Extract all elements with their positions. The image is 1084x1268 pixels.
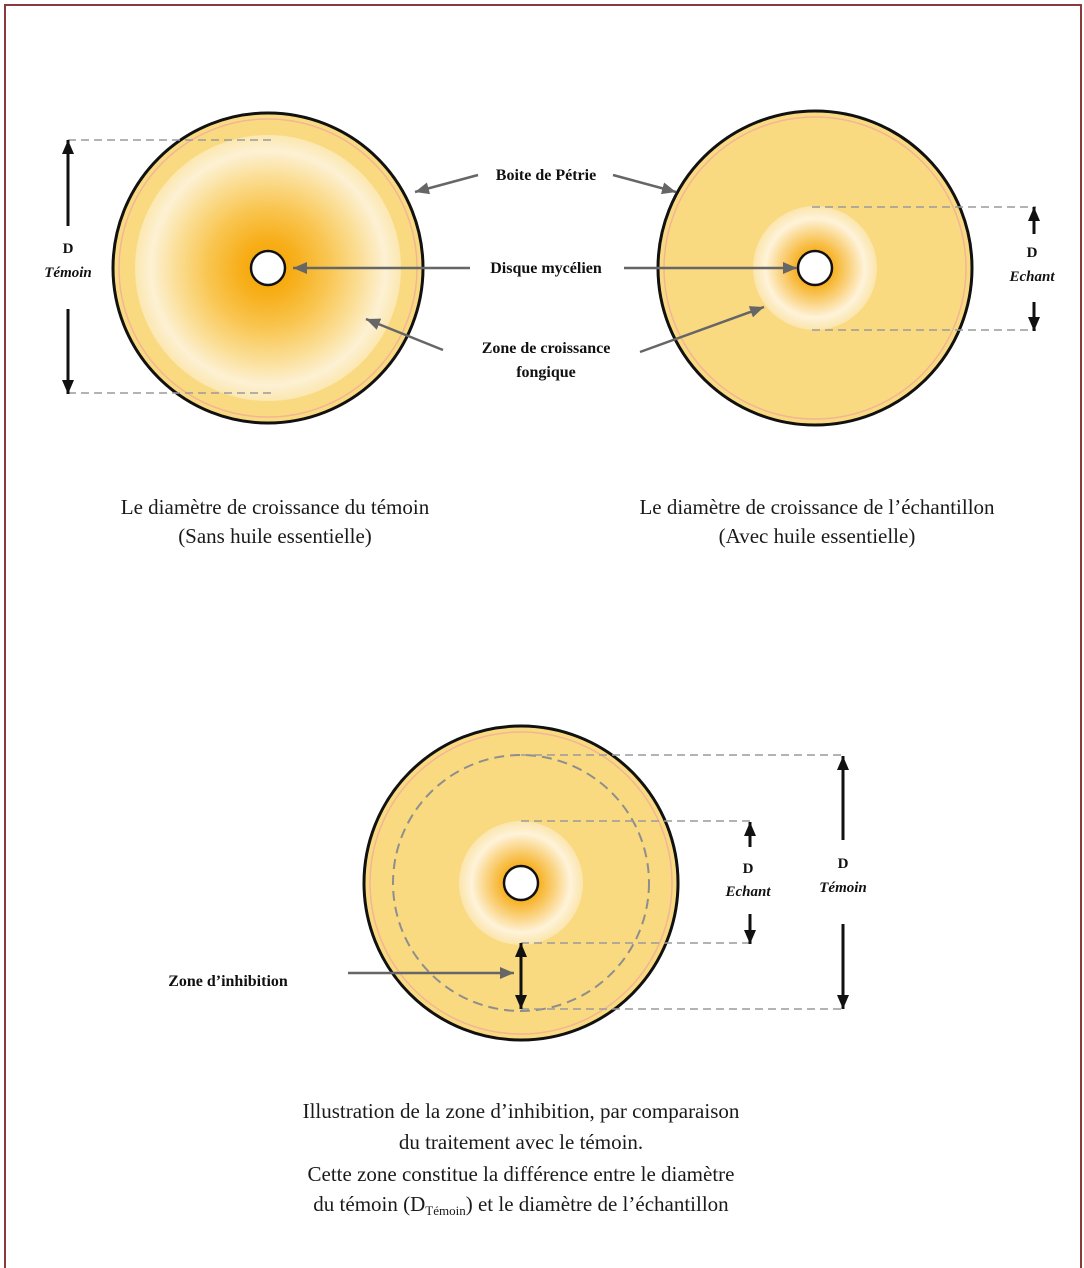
mycelial-disc-comparison bbox=[502, 864, 540, 902]
diameter-name-sample: Echant bbox=[1008, 269, 1055, 285]
control-diameter-indicator: D Témoin bbox=[44, 139, 276, 394]
caption-text-after: ) et le diamètre de l’échantillon bbox=[466, 1192, 729, 1216]
petri-dish-label: Boite de Pétrie bbox=[496, 167, 596, 184]
diameter-letter: D bbox=[838, 856, 849, 872]
control-caption: Le diamètre de croissance du témoin (San… bbox=[121, 495, 430, 548]
sample-caption-line2: (Avec huile essentielle) bbox=[719, 524, 916, 548]
diameter-letter: D bbox=[63, 241, 74, 257]
diameter-letter: D bbox=[743, 861, 754, 877]
sample-dish bbox=[656, 109, 974, 427]
caption-text-before: du témoin (D bbox=[313, 1192, 425, 1216]
growth-zone-label-line1: Zone de croissance bbox=[482, 340, 611, 357]
callout-arrow-right bbox=[639, 305, 765, 354]
page-frame bbox=[4, 4, 1082, 1268]
mycelial-disc-label: Disque mycélien bbox=[490, 260, 602, 277]
inhibition-caption-line4: du témoin (DTémoin) et le diamètre de l’… bbox=[313, 1192, 729, 1218]
control-dish bbox=[111, 111, 425, 425]
sample-diameter-indicator: D Echant bbox=[812, 206, 1055, 331]
mycelial-disc-callout: Disque mycélien bbox=[293, 260, 797, 277]
control-growth-outline bbox=[392, 754, 650, 1012]
inhibition-caption-line1: Illustration de la zone d’inhibition, pa… bbox=[303, 1099, 740, 1123]
callout-arrow-left bbox=[365, 317, 444, 352]
growth-zone-label-line2: fongique bbox=[516, 364, 576, 381]
sample-caption: Le diamètre de croissance de l’échantill… bbox=[639, 495, 995, 548]
growth-zone-callout: Zone de croissance fongique bbox=[365, 305, 765, 381]
mycelial-disc-sample bbox=[796, 249, 834, 287]
comparison-guides bbox=[521, 754, 846, 1010]
inhibition-caption-line2: du traitement avec le témoin. bbox=[399, 1130, 643, 1154]
petri-dish-rim bbox=[369, 731, 673, 1035]
sample-caption-line1: Le diamètre de croissance de l’échantill… bbox=[639, 495, 995, 519]
mycelial-disc-control bbox=[249, 249, 287, 287]
comparison-sample-diameter: D Echant bbox=[724, 822, 771, 944]
callout-arrow-left bbox=[414, 173, 479, 195]
inhibition-caption: Illustration de la zone d’inhibition, pa… bbox=[303, 1099, 740, 1218]
diameter-name-control: Témoin bbox=[819, 880, 867, 896]
caption-subscript: Témoin bbox=[425, 1203, 466, 1218]
inhibition-zone-label: Zone d’inhibition bbox=[168, 973, 288, 990]
inhibition-zone-indicator: Zone d’inhibition bbox=[168, 943, 527, 1009]
control-caption-line1: Le diamètre de croissance du témoin bbox=[121, 495, 430, 519]
inhibition-caption-line3: Cette zone constitue la différence entre… bbox=[308, 1162, 735, 1186]
control-caption-line2: (Sans huile essentielle) bbox=[178, 524, 372, 548]
comparison-control-diameter: D Témoin bbox=[819, 756, 867, 1009]
callout-arrow-right bbox=[612, 173, 677, 195]
diameter-letter: D bbox=[1027, 245, 1038, 261]
diameter-name-sample: Echant bbox=[724, 884, 771, 900]
petri-dish-callout: Boite de Pétrie bbox=[414, 167, 677, 195]
diameter-name-control: Témoin bbox=[44, 265, 92, 281]
comparison-dish bbox=[362, 724, 680, 1042]
